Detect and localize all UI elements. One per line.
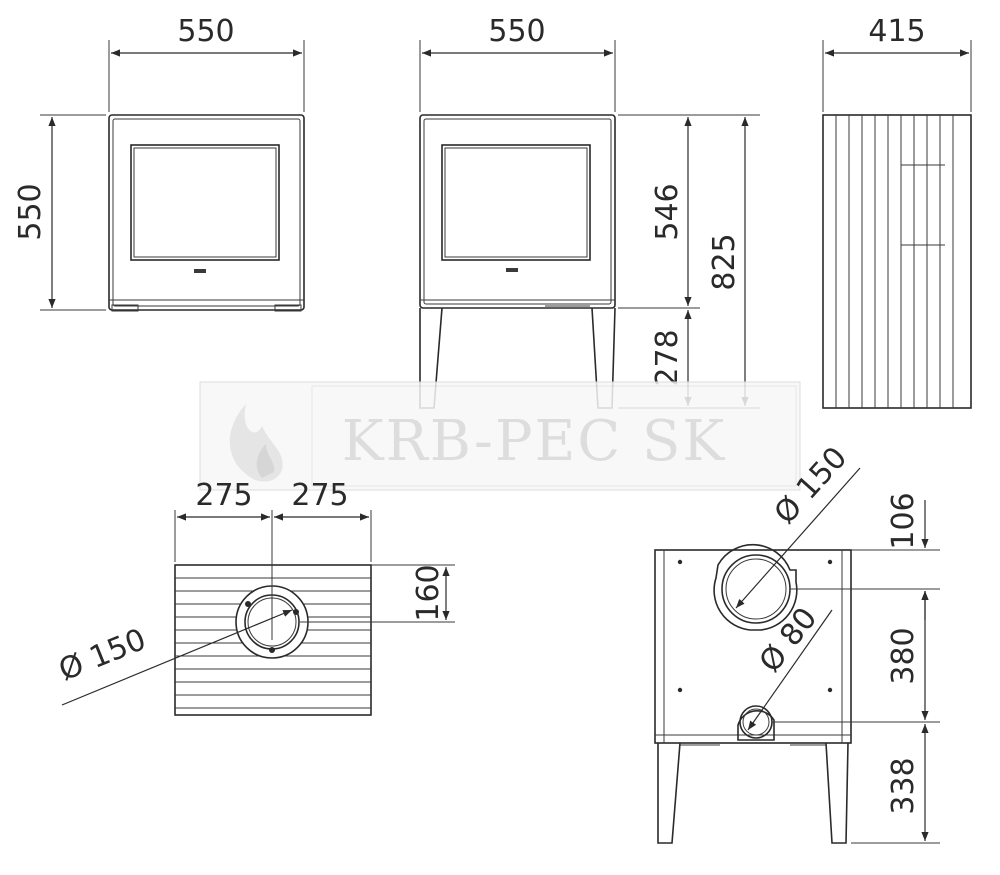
leg-view: 550 546 278 825: [419, 14, 760, 409]
rear-top-offset-label: 106: [886, 492, 921, 549]
body-height-label: 546: [650, 183, 685, 240]
side-stove-body: [822, 114, 972, 409]
top-offset-label: 160: [411, 564, 446, 621]
top-left-half-label: 275: [195, 478, 252, 513]
front-glass-door: [130, 144, 280, 261]
top-outlet-diameter-label: Ø 150: [54, 622, 151, 688]
rear-spacing-label: 380: [886, 627, 921, 684]
rear-bottom-height-label: 338: [886, 757, 921, 814]
rear-air-diameter-label: Ø 80: [753, 601, 824, 679]
top-view: 275 275 160 Ø 150: [54, 478, 455, 716]
front-stove-body: [108, 114, 305, 311]
side-depth-label: 415: [868, 14, 925, 49]
total-height-label: 825: [707, 233, 742, 290]
rear-flue-flange: [713, 543, 798, 631]
front-width-label: 550: [177, 14, 234, 49]
rear-right-leg: [825, 742, 849, 844]
rear-flue-outlet: [721, 554, 791, 624]
leg-width-label: 550: [488, 14, 545, 49]
watermark-text: KRB-PEC SK: [342, 409, 727, 474]
leg-height-label: 278: [650, 329, 685, 386]
front-logo: [194, 269, 206, 273]
front-view: 550 550: [13, 14, 305, 312]
top-right-half-label: 275: [291, 478, 348, 513]
rear-left-leg: [657, 742, 681, 844]
rear-view: Ø 150 Ø 80 106 380 338: [654, 440, 940, 844]
watermark: KRB-PEC SK: [199, 381, 801, 491]
side-view: 415: [822, 14, 972, 409]
leg-glass-door: [441, 144, 591, 261]
rear-stove-body: [654, 549, 852, 744]
front-height-label: 550: [13, 183, 48, 240]
rear-air-flange: [737, 709, 775, 741]
leg-stove-body: [419, 114, 616, 309]
top-stove-body: [174, 564, 372, 716]
